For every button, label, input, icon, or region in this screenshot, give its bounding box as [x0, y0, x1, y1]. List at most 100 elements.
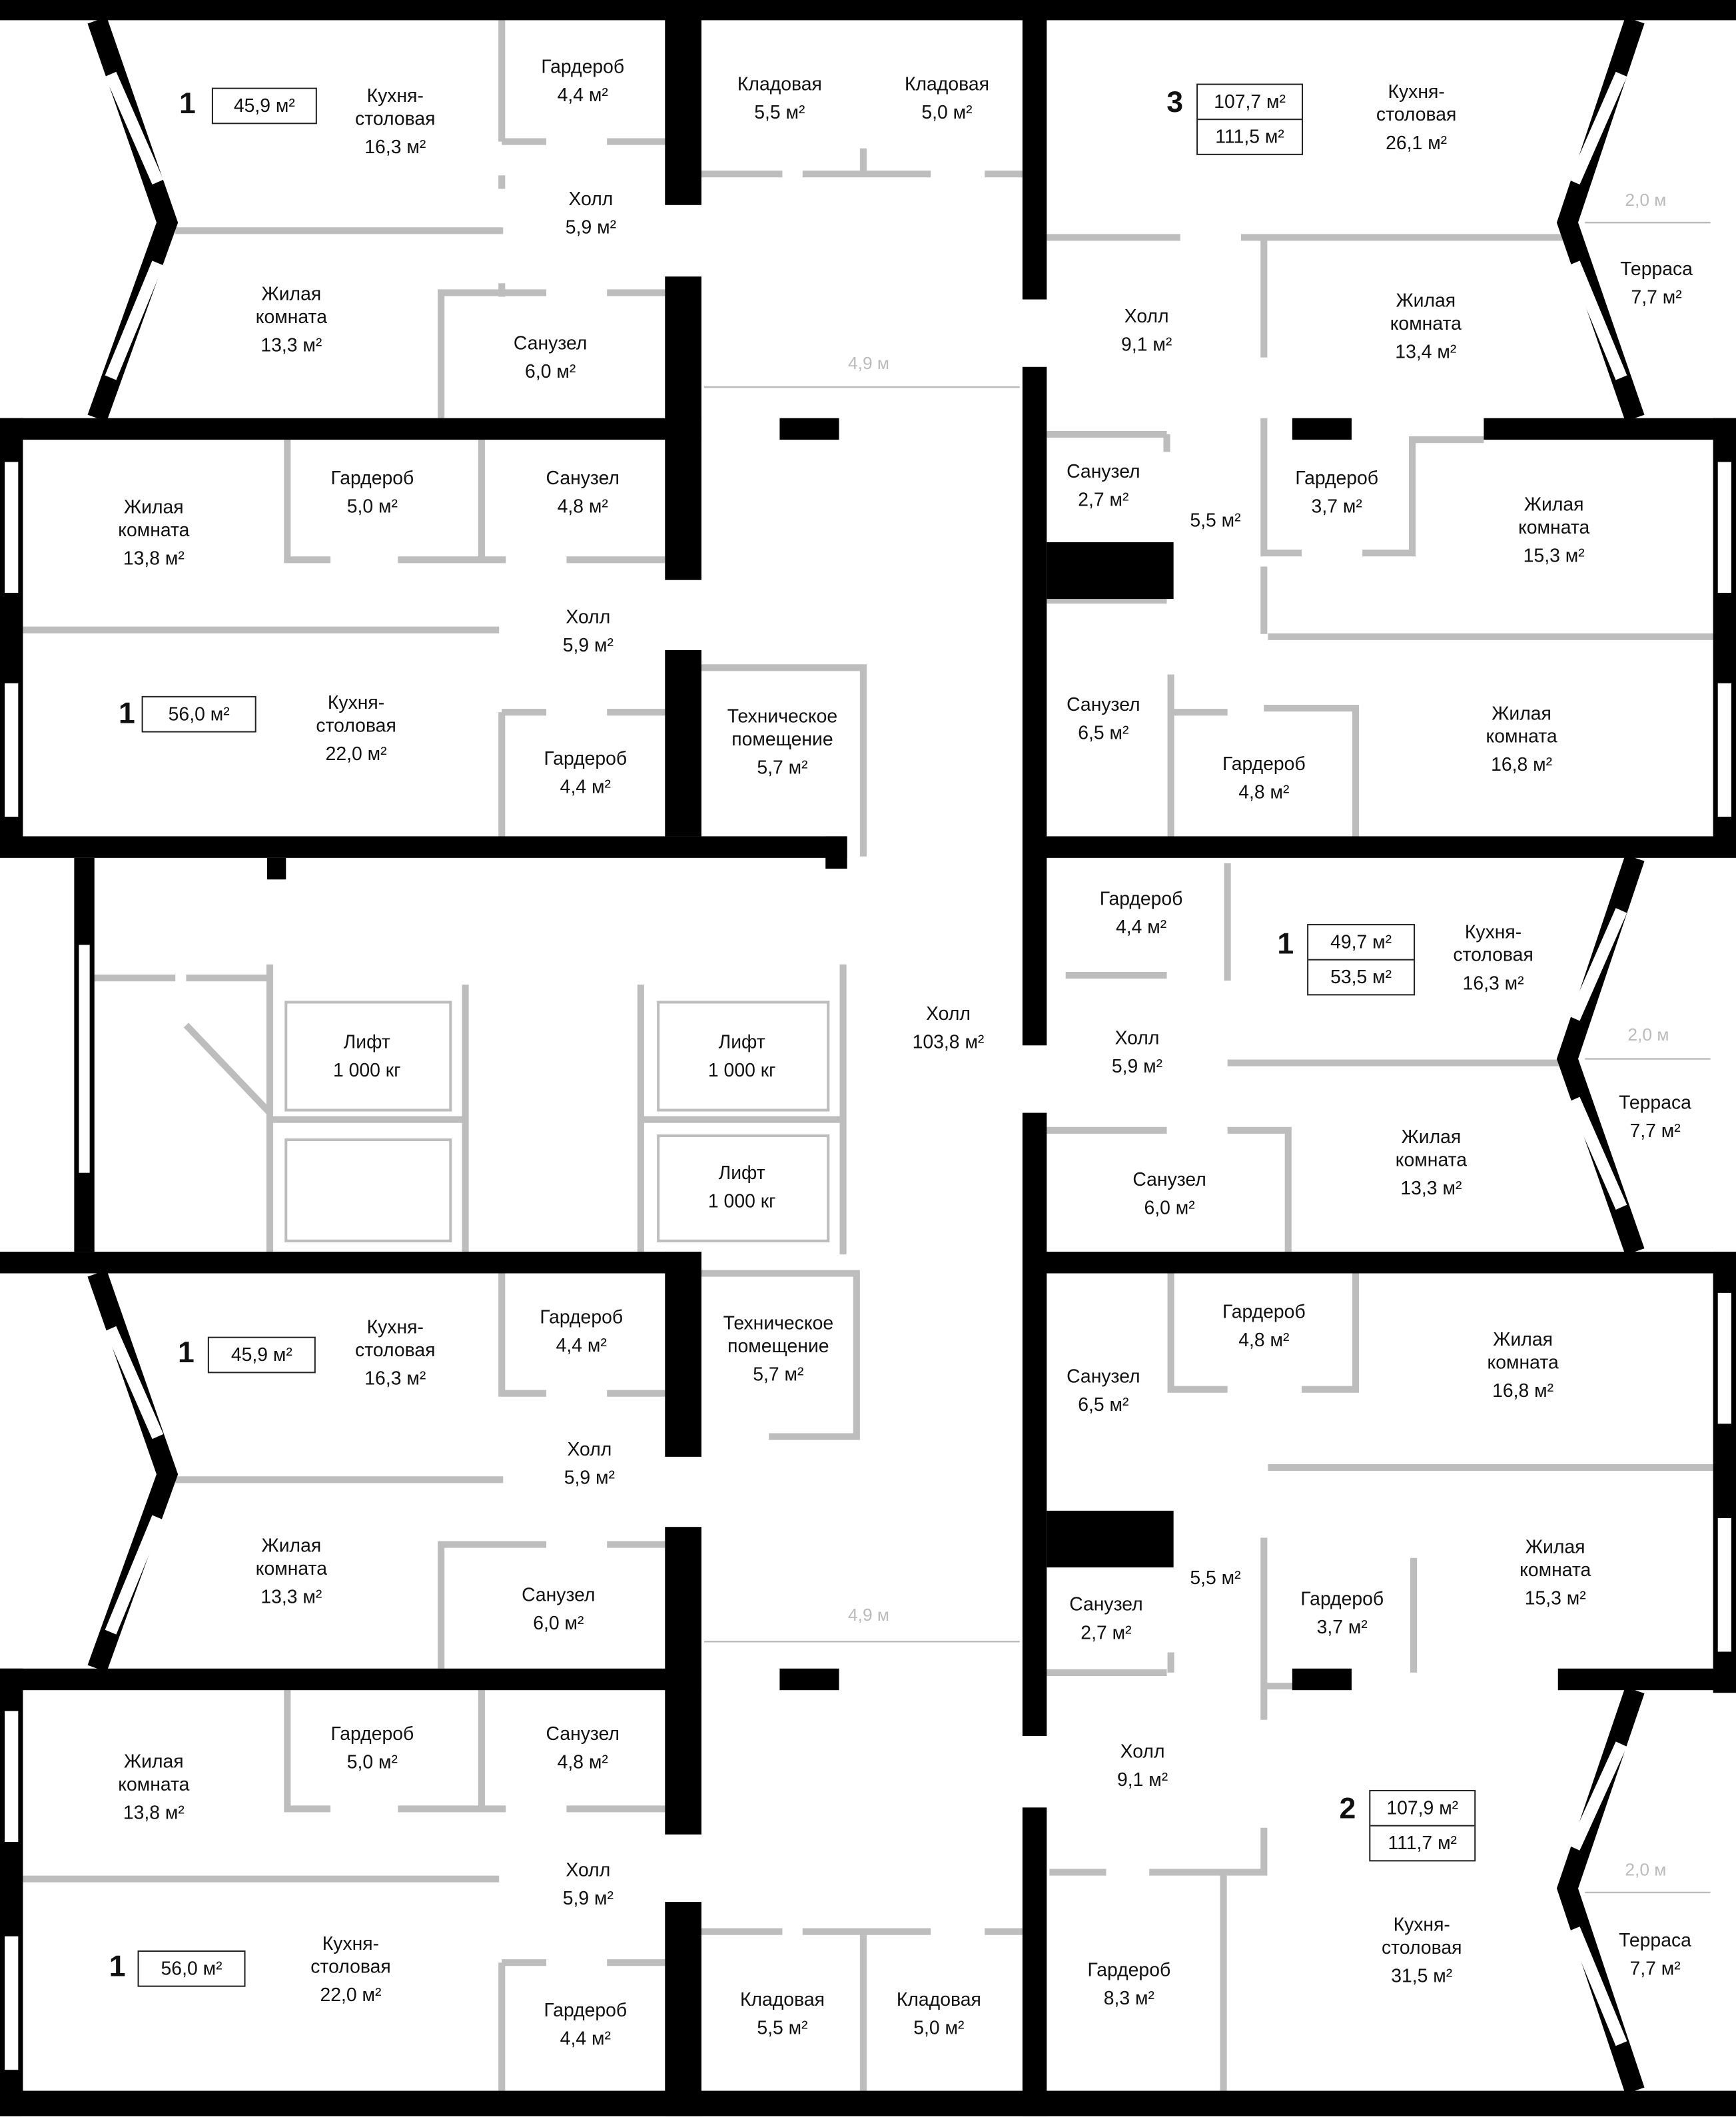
room-name: Санузел [522, 1583, 596, 1605]
room-name: Гардероб [1222, 1300, 1306, 1322]
elevator-cabins [284, 1001, 830, 1242]
room-name: Кухня- столовая [355, 1316, 436, 1361]
room-area: 16,3 м² [364, 135, 426, 157]
apartment-area: 49,7 м² [1330, 931, 1392, 953]
room-name: Кладовая [896, 1988, 981, 2010]
room-area: 16,3 м² [364, 1367, 426, 1389]
room-label: Кухня- столовая 16,3 м² [355, 1316, 435, 1390]
room-area: 13,4 м² [1395, 340, 1457, 362]
room-area: 1 000 кг [707, 1058, 776, 1080]
apartment-rooms-count: 1 [178, 1335, 195, 1370]
room-name: Санузел [546, 466, 620, 489]
room-area: 22,0 м² [320, 1983, 382, 2006]
room-area: 3,7 м² [1316, 1615, 1368, 1638]
room-area: 103,8 м² [912, 1031, 985, 1053]
room-name: Гардероб [1087, 1958, 1171, 1980]
room-area: 4,4 м² [560, 775, 611, 797]
room-label: Терраса 7,7 м² [1619, 1929, 1691, 1980]
room-area: 5,9 м² [564, 1466, 615, 1488]
room-name: Жилая комната [255, 1534, 327, 1579]
room-name: Холл [1124, 304, 1169, 327]
room-area: 13,8 м² [123, 1801, 185, 1823]
room-name: Холл [566, 606, 611, 628]
room-name: Кухня- столовая [316, 691, 396, 736]
room-label: Кухня- столовая 26,1 м² [1376, 80, 1456, 154]
dimension-label: 2,0 м [1627, 1024, 1669, 1045]
room-area: 13,3 м² [260, 1585, 322, 1607]
room-name: Кухня- столовая [1376, 80, 1457, 125]
room-name: Терраса [1620, 257, 1693, 280]
apartment-rooms-count: 1 [179, 86, 196, 121]
room-area: 5,9 м² [562, 634, 614, 656]
room-name: Жилая комната [1390, 289, 1462, 334]
dimension-label: 2,0 м [1625, 189, 1667, 210]
dimension-label: 4,9 м [848, 352, 890, 373]
room-name: Холл [926, 1002, 971, 1024]
room-name: Гардероб [1099, 887, 1183, 909]
room-name: Жилая комната [1487, 1328, 1559, 1373]
room-label: Кладовая 5,0 м² [897, 1988, 981, 2040]
room-name: Санузел [513, 332, 588, 354]
room-name: Гардероб [540, 1306, 624, 1328]
room-area: 13,3 м² [260, 334, 322, 356]
room-area: 5,0 м² [913, 2016, 965, 2038]
room-name: Санузел [1067, 1365, 1140, 1387]
room-name: Кухня- столовая [355, 84, 436, 129]
windows [3, 460, 1733, 2072]
room-name: Кухня- столовая [310, 1932, 391, 1977]
apartment-area: 111,5 м² [1198, 119, 1302, 154]
room-name: Терраса [1619, 1091, 1691, 1113]
room-name: Лифт [718, 1161, 765, 1183]
room-area: 26,1 м² [1386, 131, 1448, 153]
room-label: 5,5 м² [1190, 1561, 1240, 1590]
room-area: 4,8 м² [1238, 1328, 1290, 1350]
room-area: 13,8 м² [123, 547, 185, 569]
room-name: Жилая комната [1486, 701, 1557, 747]
room-area: 3,7 м² [1311, 495, 1362, 517]
room-name: Кладовая [739, 1988, 825, 2010]
room-name: Санузел [1069, 1593, 1143, 1615]
room-name: Гардероб [1300, 1587, 1384, 1609]
room-area: 6,0 м² [533, 1611, 584, 1634]
room-label: Кладовая 5,5 м² [740, 1988, 825, 2040]
apartment-rooms-count: 1 [118, 695, 135, 730]
room-area: 7,7 м² [1629, 1957, 1681, 1979]
room-area: 5,0 м² [346, 1751, 398, 1773]
room-name: Санузел [1132, 1168, 1206, 1190]
apartment-rooms-count: 2 [1339, 1791, 1356, 1825]
apartment-area: 56,0 м² [168, 702, 230, 725]
room-label: Холл 5,9 м² [563, 606, 614, 657]
dimension-label: 2,0 м [1625, 1859, 1667, 1880]
room-name: Санузел [1067, 693, 1140, 715]
room-area: 5,9 м² [565, 215, 617, 238]
room-area: 15,3 м² [1523, 544, 1585, 566]
room-area: 5,5 м² [757, 2016, 808, 2038]
room-name: Терраса [1619, 1928, 1691, 1951]
